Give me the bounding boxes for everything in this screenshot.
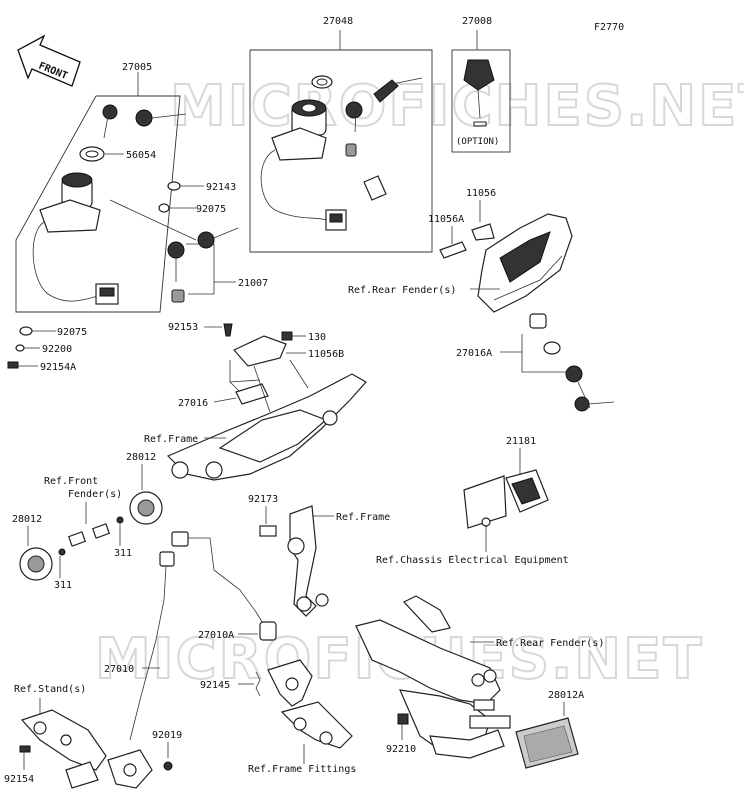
label-56054: 56054	[126, 150, 156, 161]
label-130: 130	[308, 332, 326, 343]
rear-fender-cover	[477, 213, 573, 313]
key-set-21007: 21007	[167, 227, 268, 303]
ref-front-fender-line1: Ref.Front	[44, 476, 98, 487]
label-92153: 92153	[168, 322, 198, 333]
ref-front-fender-line2: Fender(s)	[68, 489, 122, 500]
option-label: (OPTION)	[456, 137, 499, 147]
label-11056: 11056	[466, 188, 496, 199]
label-92075-lower: 92075	[57, 327, 87, 338]
label-92154a: 92154A	[40, 362, 76, 373]
label-92154: 92154	[4, 774, 34, 785]
clamp-92019	[163, 761, 173, 771]
label-11056b: 11056B	[308, 349, 344, 360]
label-11056a: 11056A	[428, 214, 464, 225]
sidestand	[20, 709, 153, 789]
label-27010a: 27010A	[198, 630, 234, 641]
stand-bracket	[287, 505, 329, 617]
label-92143: 92143	[206, 182, 236, 193]
label-21007: 21007	[238, 278, 268, 289]
watermark-top: MICROFICHES.NET	[170, 74, 744, 139]
label-92200: 92200	[42, 344, 72, 355]
label-92173: 92173	[248, 494, 278, 505]
label-28012-left: 28012	[12, 514, 42, 525]
sidestand-switch-bracket	[267, 659, 353, 749]
ref-rear-fender-2: Ref.Rear Fender(s)	[496, 638, 604, 649]
label-92210: 92210	[386, 744, 416, 755]
label-27008: 27008	[462, 16, 492, 27]
label-28012a: 28012A	[548, 690, 584, 701]
subframe	[166, 359, 367, 481]
label-28012-upper: 28012	[126, 452, 156, 463]
bolt-130	[281, 331, 293, 341]
ref-stand: Ref.Stand(s)	[14, 684, 86, 695]
diagram-code: F2770	[594, 22, 624, 33]
bracket-11056a	[439, 241, 467, 259]
ecu-21181	[463, 469, 549, 529]
label-92019: 92019	[152, 730, 182, 741]
front-arrow-icon: FRONT	[17, 34, 81, 87]
bolt-92154	[19, 745, 31, 753]
label-27010: 27010	[104, 664, 134, 675]
screw-92153	[223, 323, 233, 337]
ref-frame-2: Ref.Frame	[336, 512, 390, 523]
label-27005: 27005	[122, 62, 152, 73]
ref-frame-fittings: Ref.Frame Fittings	[248, 764, 356, 775]
seat-lock-27016a: 27016A	[456, 313, 615, 412]
label-92075-upper: 92075	[196, 204, 226, 215]
spring-92145	[255, 671, 261, 697]
label-311-right: 311	[114, 548, 132, 559]
nut-92210	[397, 713, 409, 725]
box-27005: 27005	[15, 62, 181, 313]
box-27048: 27048	[249, 16, 433, 253]
label-21181: 21181	[506, 436, 536, 447]
reflector-28012a	[515, 717, 579, 769]
ignition-switch-set	[260, 75, 423, 231]
ignition-switch-27005	[32, 104, 187, 305]
label-311-left: 311	[54, 580, 72, 591]
ref-frame-1: Ref.Frame	[144, 434, 198, 445]
label-27016: 27016	[178, 398, 208, 409]
bracket-11056b	[233, 335, 287, 367]
key-blank-icon	[463, 59, 495, 91]
ref-chassis-electrical: Ref.Chassis Electrical Equipment	[376, 555, 569, 566]
harness-27010	[129, 531, 277, 741]
box-27008: 27008 (OPTION)	[451, 16, 511, 153]
clamp-92173	[259, 525, 277, 537]
seat-lock-27016: 27016	[178, 360, 269, 409]
rear-fender-lower	[355, 595, 511, 759]
label-92145: 92145	[200, 680, 230, 691]
label-27048: 27048	[323, 16, 353, 27]
ref-rear-fender-1: Ref.Rear Fender(s)	[348, 285, 456, 296]
label-27016a: 27016A	[456, 348, 492, 359]
bracket-11056	[471, 223, 495, 241]
